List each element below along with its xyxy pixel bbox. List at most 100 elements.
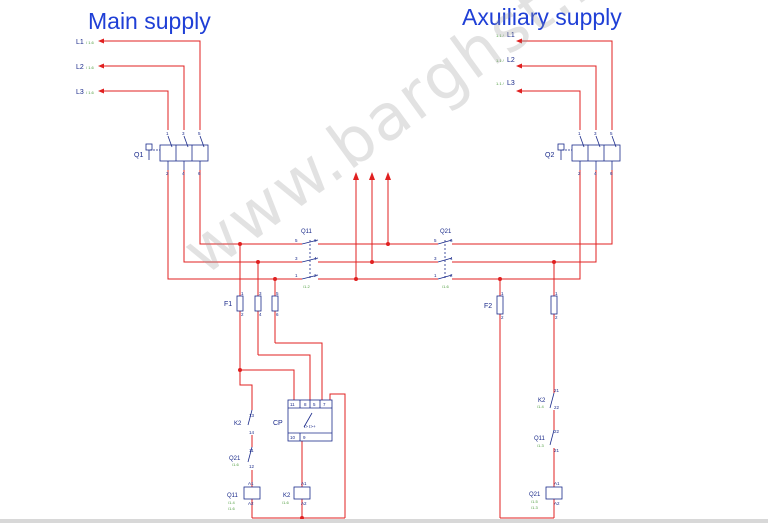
aux-feed-l1-label: L1 — [507, 32, 515, 39]
q11coil-a1: A1 — [248, 481, 254, 486]
q21coil-a2: A2 — [554, 501, 560, 506]
q11-pin-4: 4 — [314, 256, 317, 261]
control-wiring — [239, 244, 555, 519]
q11-pin-3: 3 — [295, 256, 298, 261]
cp-pin-10: 10 — [290, 435, 296, 440]
q21-coil-label: Q21 — [529, 492, 541, 498]
q21-pin-3: 3 — [434, 256, 437, 261]
q2-pin-2: 2 — [578, 171, 581, 176]
f1-pin-2: 2 — [241, 312, 244, 317]
contactor-q11-contacts — [301, 239, 319, 280]
k2-aux-contact-label: K2 — [538, 398, 546, 404]
aux-supply-title: Axuiliary supply — [462, 4, 622, 30]
q2-pin-6: 6 — [610, 171, 613, 176]
f1-pin-1: 1 — [241, 291, 244, 296]
q11-pin-5: 5 — [295, 238, 298, 243]
q11-label: Q11 — [301, 229, 313, 235]
q11aux-ref: /1.3 — [537, 443, 544, 448]
f1-label: F1 — [224, 301, 232, 308]
cp-pin-11: 11 — [290, 402, 295, 407]
bottom-border — [0, 519, 768, 523]
q2-pin-3: 3 — [594, 131, 597, 136]
q21coil-a1: A1 — [554, 481, 560, 486]
q21-ref: /1.6 — [442, 284, 449, 289]
q21-contact-label: Q21 — [229, 456, 241, 462]
main-supply-wires — [98, 38, 302, 280]
q11coil-ref2: /1.6 — [228, 506, 235, 511]
relay-cp — [287, 399, 333, 442]
f1-pin-4: 4 — [259, 312, 262, 317]
cp-pin-9: 9 — [303, 435, 306, 440]
q21-pin-1: 1 — [434, 273, 437, 278]
cp-pin-7: 7 — [323, 402, 326, 407]
aux-feed-l1-ref: 1.1 / — [496, 33, 505, 38]
q1-pin-6: 6 — [198, 171, 201, 176]
q21-label: Q21 — [440, 229, 452, 235]
k2-contact-label: K2 — [234, 421, 242, 427]
output-bus — [318, 172, 438, 280]
f2b-pin-2: 2 — [555, 315, 558, 320]
main-supply-title: Main supply — [88, 8, 211, 34]
main-feed-l2-ref: / 1.6 — [86, 65, 95, 70]
q21-pin-2: 2 — [450, 273, 453, 278]
q2-label: Q2 — [545, 152, 554, 159]
f1-pin-5: 5 — [276, 291, 279, 296]
q11-pin-6: 6 — [314, 238, 317, 243]
q21-pin-5: 5 — [434, 238, 437, 243]
k2-pin-13: 13 — [249, 413, 255, 418]
k2coil-a1: A1 — [301, 481, 307, 486]
breaker-q2 — [557, 135, 621, 170]
k2-coil-label: K2 — [283, 493, 291, 499]
control-contacts — [247, 392, 555, 463]
main-feed-l3-label: L3 — [76, 89, 84, 96]
breaker-q1 — [145, 135, 209, 170]
q11coil-ref1: /1.4 — [228, 500, 235, 505]
k2coil-ref: /1.6 — [282, 500, 289, 505]
fuses-f1 — [236, 295, 279, 312]
q2-pin-4: 4 — [594, 171, 597, 176]
main-feed-l1-ref: / 1.6 — [86, 40, 95, 45]
f1-pin-3: 3 — [259, 291, 262, 296]
q1-pin-3: 3 — [182, 131, 185, 136]
main-feed-l2-label: L2 — [76, 64, 84, 71]
q21-pin-6: 6 — [450, 238, 453, 243]
q11-aux-contact-label: Q11 — [534, 436, 546, 442]
f2-pin-2: 2 — [501, 315, 504, 320]
q11-pin-2: 2 — [314, 273, 317, 278]
cp-function: I> I>+ — [304, 424, 316, 429]
q21c-ref: /1.6 — [232, 462, 239, 467]
q11-coil-label: Q11 — [227, 493, 239, 499]
contactor-q21-contacts — [437, 239, 453, 280]
q2-pin-5: 5 — [610, 131, 613, 136]
f1-pin-6: 6 — [276, 312, 279, 317]
k2aux-pin-21: 21 — [554, 388, 560, 393]
q21coil-ref1: /1.5 — [531, 499, 538, 504]
k2-pin-14: 14 — [249, 430, 255, 435]
q11-ref: /1.2 — [303, 284, 310, 289]
k2aux-ref: /1.4 — [537, 404, 544, 409]
q1-pin-4: 4 — [182, 171, 185, 176]
junctions — [238, 242, 556, 520]
q1-pin-5: 5 — [198, 131, 201, 136]
f2-label: F2 — [484, 303, 492, 310]
k2aux-pin-22: 22 — [554, 405, 560, 410]
q11aux-pin-21: 21 — [554, 448, 560, 453]
cp-pin-5: 5 — [313, 402, 316, 407]
q21coil-ref2: /1.3 — [531, 505, 538, 510]
q21c-pin-12: 12 — [249, 464, 255, 469]
aux-feed-l3-label: L3 — [507, 80, 515, 87]
aux-feed-l2-ref: 1.1 / — [496, 58, 505, 63]
q21-pin-4: 4 — [450, 256, 453, 261]
q1-label: Q1 — [134, 152, 143, 159]
q21c-pin-11: 11 — [249, 448, 254, 453]
aux-supply-wires — [452, 38, 613, 280]
coils — [243, 486, 563, 500]
q11-pin-1: 1 — [295, 273, 298, 278]
q2-pin-1: 1 — [578, 131, 581, 136]
aux-feed-l3-ref: 1.1 / — [496, 81, 505, 86]
q1-pin-1: 1 — [166, 131, 169, 136]
f2-pin-1: 1 — [501, 291, 504, 296]
main-feed-l1-label: L1 — [76, 39, 84, 46]
main-feed-l3-ref: / 1.6 — [86, 90, 95, 95]
